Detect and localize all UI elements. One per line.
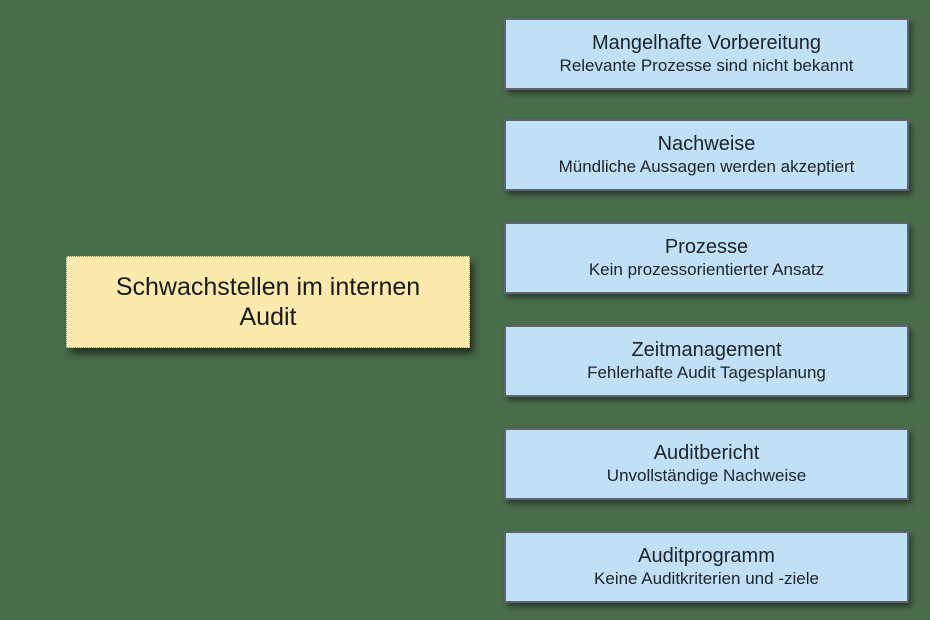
branch-node-title: Prozesse: [664, 235, 749, 258]
branch-node-title: Zeitmanagement: [631, 338, 782, 361]
branch-node-subtitle: Mündliche Aussagen werden akzeptiert: [558, 157, 855, 177]
root-node-schwachstellen[interactable]: Schwachstellen im internen Audit: [66, 256, 470, 348]
branch-node-subtitle: Keine Auditkriterien und -ziele: [594, 569, 819, 589]
branch-node-subtitle: Kein prozessorientierter Ansatz: [588, 260, 825, 280]
branch-node-subtitle: Unvollständige Nachweise: [606, 466, 807, 486]
branch-node-prozesse[interactable]: Prozesse Kein prozessorientierter Ansatz: [504, 222, 909, 294]
branch-node-auditbericht[interactable]: Auditbericht Unvollständige Nachweise: [504, 428, 909, 500]
branch-node-title: Nachweise: [657, 132, 756, 155]
branch-node-title: Auditbericht: [653, 441, 760, 464]
branch-node-subtitle: Fehlerhafte Audit Tagesplanung: [587, 363, 826, 383]
root-node-label: Schwachstellen im internen Audit: [115, 272, 421, 332]
branch-node-title: Auditprogramm: [638, 544, 775, 567]
branch-node-nachweise[interactable]: Nachweise Mündliche Aussagen werden akze…: [504, 119, 909, 191]
branch-node-zeitmanagement[interactable]: Zeitmanagement Fehlerhafte Audit Tagespl…: [504, 325, 909, 397]
branch-node-title: Mangelhafte Vorbereitung: [591, 31, 822, 54]
branch-node-subtitle: Relevante Prozesse sind nicht bekannt: [559, 56, 854, 76]
branch-node-auditprogramm[interactable]: Auditprogramm Keine Auditkriterien und -…: [504, 531, 909, 603]
branch-node-mangelhafte-vorbereitung[interactable]: Mangelhafte Vorbereitung Relevante Proze…: [504, 18, 909, 90]
